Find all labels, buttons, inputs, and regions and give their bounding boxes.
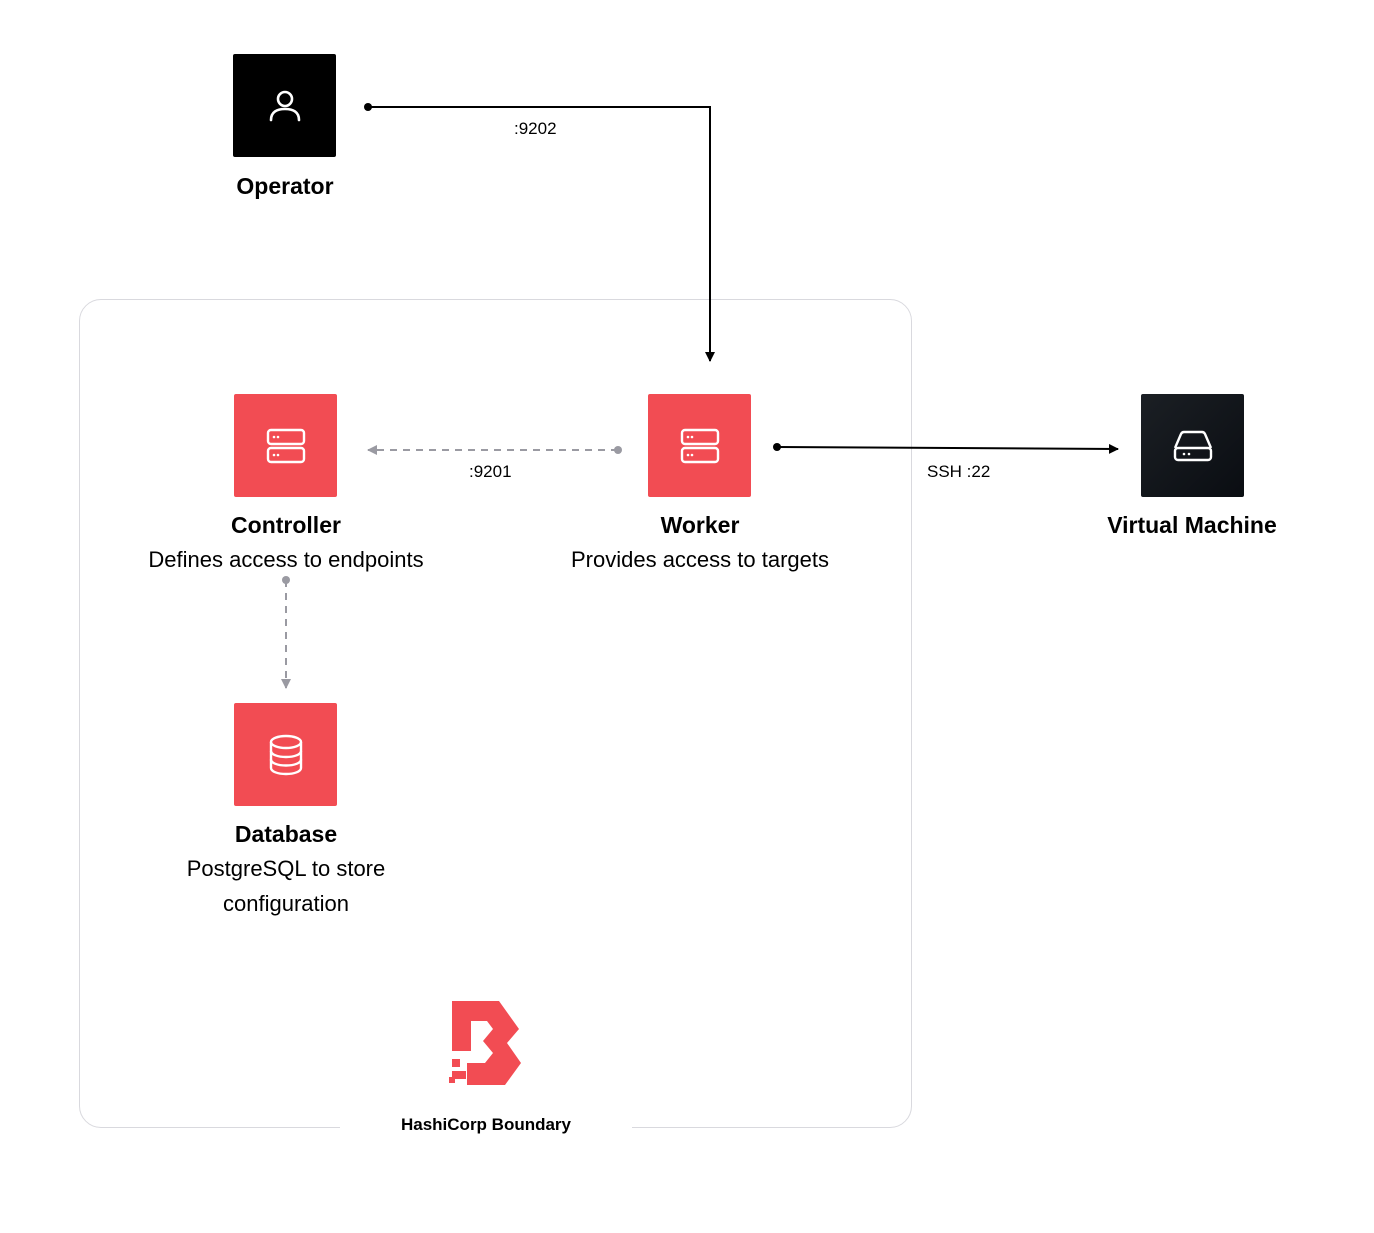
virtual-machine-node (1141, 394, 1244, 497)
server-icon (266, 428, 305, 463)
edge-label-ssh: SSH :22 (927, 462, 991, 481)
server-icon (680, 428, 719, 463)
boundary-container (79, 299, 912, 1128)
edge-worker-to-vm (773, 443, 1119, 454)
hashicorp-boundary-logo (449, 1001, 521, 1085)
edge-label-9201: :9201 (469, 462, 512, 481)
controller-description: Defines access to endpoints (148, 547, 424, 572)
controller-node (234, 394, 337, 497)
edge-label-9202: :9202 (514, 119, 557, 138)
virtual-machine-title: Virtual Machine (1107, 512, 1277, 538)
operator-title: Operator (236, 173, 334, 199)
database-title: Database (234, 821, 338, 847)
database-node (234, 703, 337, 806)
user-icon (269, 90, 300, 121)
boundary-caption-gap (340, 1120, 632, 1140)
database-description-line2: configuration (223, 891, 349, 916)
worker-title: Worker (660, 512, 740, 538)
hard-drive-icon (1173, 430, 1212, 461)
database-description-line1: PostgreSQL to store (186, 856, 386, 881)
operator-node (233, 54, 336, 157)
worker-node (648, 394, 751, 497)
boundary-caption: HashiCorp Boundary (400, 1115, 572, 1134)
edge-worker-to-controller (367, 445, 622, 455)
edge-operator-to-worker (364, 103, 715, 362)
database-icon (269, 734, 302, 775)
edge-controller-to-database (281, 576, 291, 689)
worker-description: Provides access to targets (570, 547, 829, 572)
controller-title: Controller (231, 512, 341, 538)
